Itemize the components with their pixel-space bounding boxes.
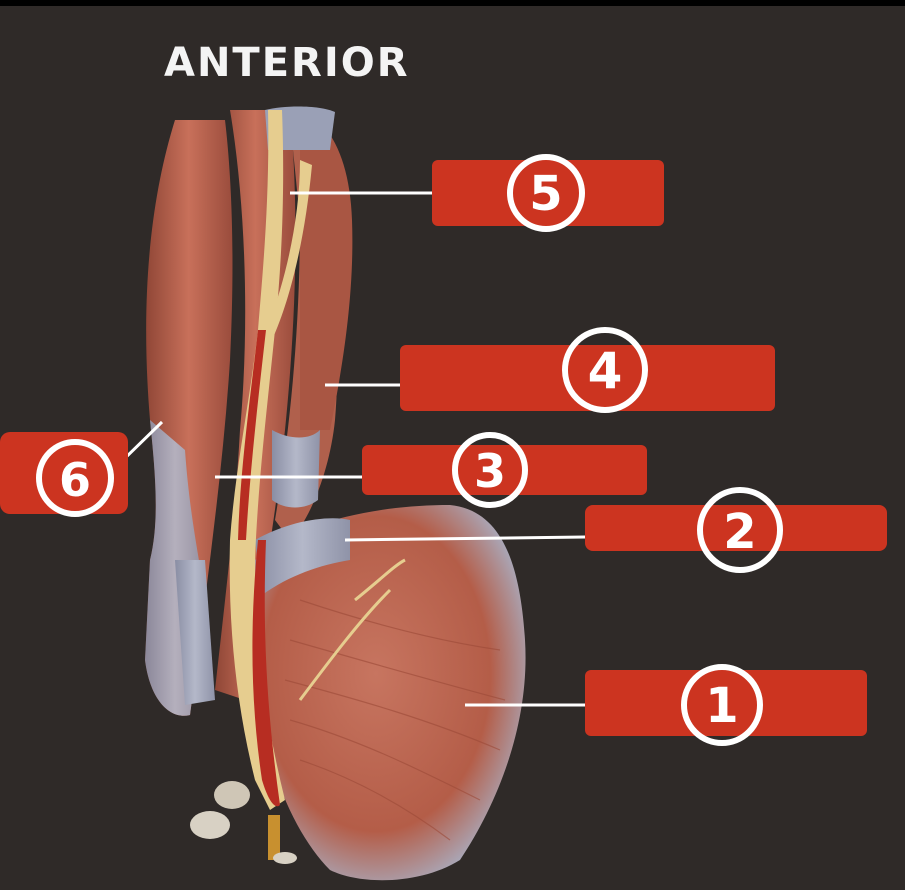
label-number-2: 2 xyxy=(723,504,756,560)
circle-1 xyxy=(681,664,763,746)
label-number-1: 1 xyxy=(705,678,738,734)
circle-6 xyxy=(36,439,114,517)
circle-5 xyxy=(507,154,585,232)
label-number-6: 6 xyxy=(59,453,91,507)
circle-4 xyxy=(562,327,648,413)
label-box-4 xyxy=(400,345,775,411)
label-number-5: 5 xyxy=(529,166,562,222)
neurovascular-bundle xyxy=(229,110,406,810)
view-title: ANTERIOR xyxy=(164,40,410,86)
bone-stubs xyxy=(190,781,297,864)
circle-2 xyxy=(697,487,783,573)
leader-lines xyxy=(116,191,586,707)
label-box-1 xyxy=(585,670,867,736)
top-border xyxy=(0,0,905,6)
label-box-5 xyxy=(432,160,664,226)
circle-3 xyxy=(452,432,528,508)
label-number-4: 4 xyxy=(588,342,623,400)
label-box-3 xyxy=(362,445,647,495)
label-box-2 xyxy=(585,505,887,551)
leader-line-2 xyxy=(344,535,586,542)
label-number-3: 3 xyxy=(474,444,506,498)
lower-tendon xyxy=(175,560,215,705)
subscapularis-muscle xyxy=(253,505,526,881)
